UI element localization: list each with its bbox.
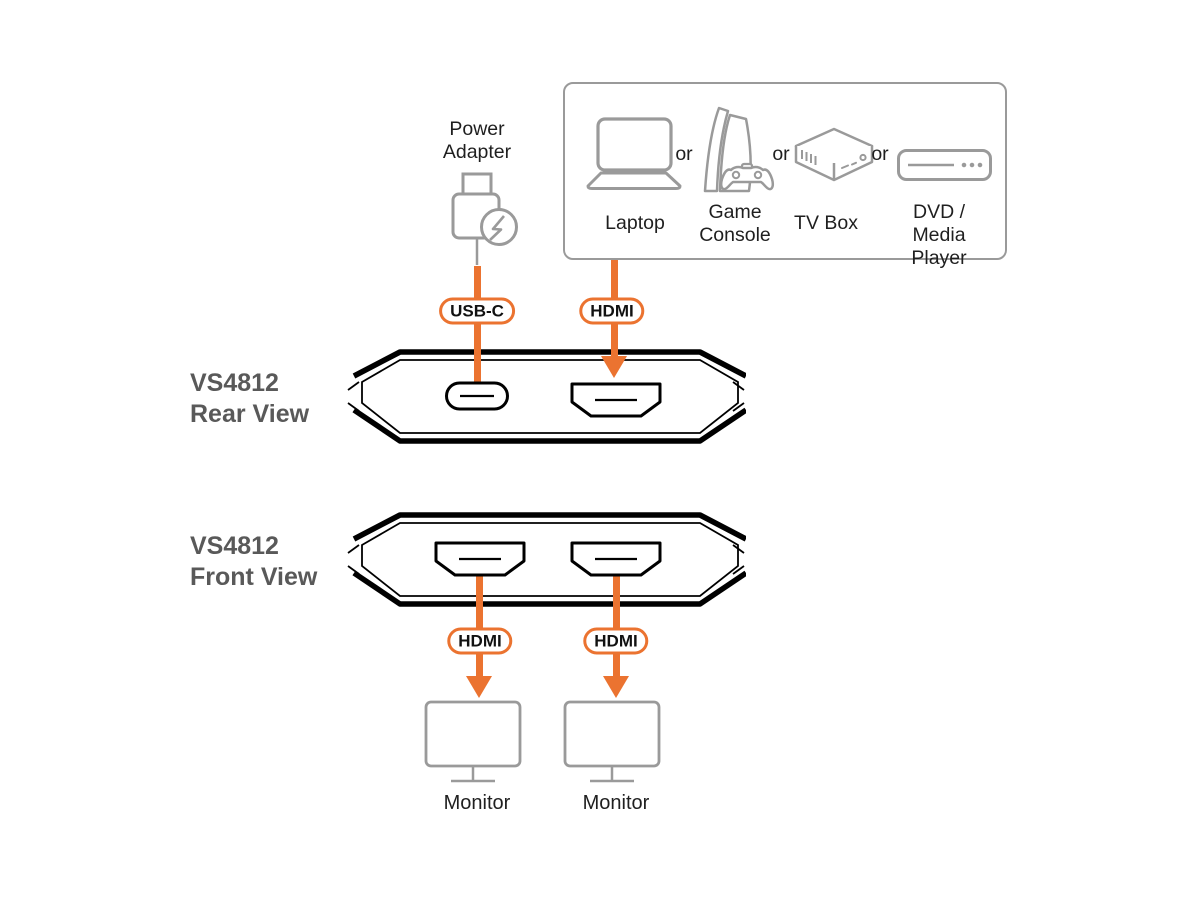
front-hdmi-out-port-1-icon: [434, 541, 526, 577]
front-hdmi-out-port-2-icon: [570, 541, 662, 577]
front-view-label: VS4812 Front View: [190, 532, 318, 591]
hdmi-out-badge-2: HDMI: [583, 627, 649, 655]
dvd-media-player-icon: [897, 149, 992, 181]
power-adapter-icon: [451, 172, 518, 265]
hdmi-out-arrowhead-1-icon: [466, 676, 492, 698]
front-view-chassis: [346, 509, 746, 609]
dvd-media-player-label: DVD / Media Player: [911, 201, 967, 269]
power-adapter-label: Power Adapter: [442, 118, 512, 163]
hdmi-out-line-1: [475, 570, 483, 678]
tv-box-icon: [794, 127, 874, 182]
sources-box: or or or La: [563, 82, 1007, 269]
hdmi-source-badge: HDMI: [579, 297, 645, 325]
rear-hdmi-in-port-icon: [570, 382, 662, 418]
game-console-icon: [703, 106, 775, 193]
hdmi-out-arrowhead-2-icon: [603, 676, 629, 698]
monitor-1-icon: [424, 700, 524, 788]
laptop-icon: [586, 117, 682, 190]
rear-usb-c-port-icon: [444, 380, 510, 412]
or-label-1: or: [675, 143, 693, 165]
rear-view-label: VS4812 Rear View: [190, 369, 310, 428]
usb-c-cable-line: [473, 266, 481, 384]
game-console-label: Game Console: [699, 201, 771, 246]
monitor-1-label: Monitor: [443, 792, 511, 814]
tv-box-label: TV Box: [794, 212, 858, 234]
rear-view-chassis: [346, 346, 746, 446]
or-label-2: or: [772, 143, 790, 165]
monitor-2-icon: [563, 700, 663, 788]
or-label-3: or: [871, 143, 889, 165]
hdmi-source-arrowhead-icon: [601, 356, 627, 378]
hdmi-out-line-2: [612, 570, 620, 678]
monitor-2-label: Monitor: [582, 792, 650, 814]
laptop-label: Laptop: [605, 212, 665, 234]
hdmi-out-badge-1: HDMI: [447, 627, 513, 655]
usb-c-badge: USB-C: [439, 297, 515, 325]
